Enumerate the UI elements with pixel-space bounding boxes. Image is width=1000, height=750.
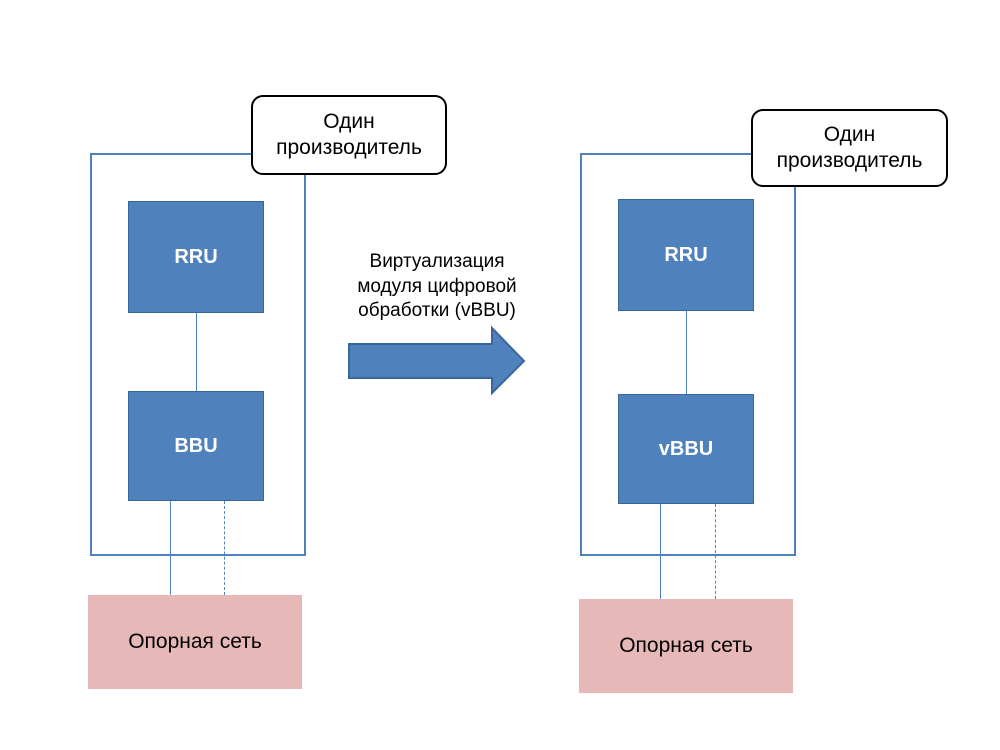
left-rru-label: RRU (174, 245, 218, 268)
left-core-network-label: Опорная сеть (128, 630, 262, 653)
right-vbbu-core-solid-link (660, 504, 661, 599)
right-vendor-frame (580, 153, 796, 556)
right-core-network-box: Опорная сеть (579, 599, 793, 693)
right-vbbu-box: vBBU (618, 394, 754, 504)
left-bbu-box: BBU (128, 391, 264, 501)
right-rru-label: RRU (664, 243, 708, 266)
left-rru-bbu-link (196, 313, 197, 391)
right-rru-vbbu-link (686, 311, 687, 394)
left-core-network-box: Опорная сеть (88, 595, 302, 689)
right-vendor-label-box: Один производитель (751, 109, 948, 187)
left-vendor-label: Один производитель (276, 109, 422, 159)
right-vbbu-core-dashed-link (715, 504, 716, 599)
right-core-network-label: Опорная сеть (619, 634, 753, 657)
right-rru-box: RRU (618, 199, 754, 311)
left-bbu-label: BBU (174, 434, 218, 457)
virtualization-label: Виртуализация модуля цифровой обработки … (357, 251, 517, 322)
left-bbu-core-dashed-link (224, 501, 225, 595)
left-vendor-label-box: Один производитель (251, 95, 447, 175)
right-vendor-label: Один производитель (776, 122, 923, 172)
left-bbu-core-solid-link (170, 501, 171, 595)
left-rru-box: RRU (128, 201, 264, 313)
right-vbbu-label: vBBU (658, 437, 714, 460)
right-arrow-icon (348, 325, 526, 395)
left-vendor-frame (90, 153, 306, 556)
